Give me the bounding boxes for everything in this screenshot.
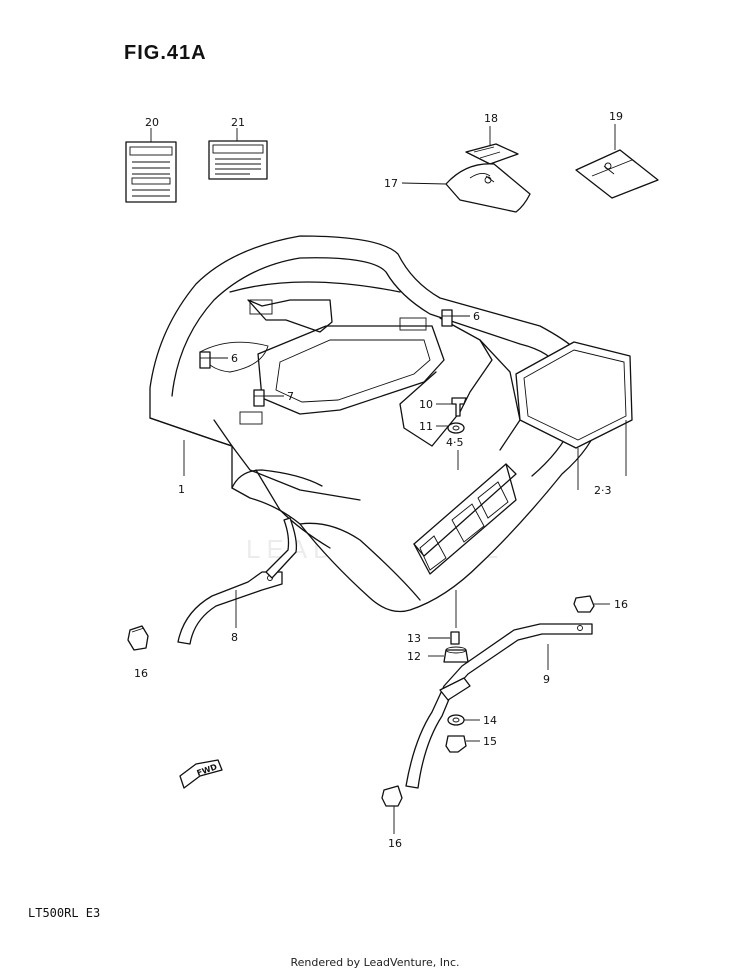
screw-part-10[interactable] <box>451 397 467 417</box>
model-code: LT500RL E3 <box>28 906 101 920</box>
forward-direction-arrow-icon: FWD <box>179 759 223 789</box>
callout-16-bottom: 16 <box>388 837 402 850</box>
callout-6-left: 6 <box>231 352 238 365</box>
callout-21: 21 <box>231 116 245 129</box>
callout-17: 17 <box>384 177 398 190</box>
nut-part-15[interactable] <box>445 735 467 753</box>
warning-label-21[interactable] <box>208 140 268 180</box>
bolt-part-6-right[interactable] <box>441 309 453 327</box>
stay-part-9[interactable] <box>405 623 593 789</box>
warning-label-20[interactable] <box>125 141 177 203</box>
callout-16-right: 16 <box>614 598 628 611</box>
callout-4-5: 4·5 <box>446 436 464 449</box>
callout-1: 1 <box>178 483 185 496</box>
callout-8: 8 <box>231 631 238 644</box>
figure-title: FIG.41A <box>124 42 207 64</box>
manual-part-19[interactable] <box>575 149 659 199</box>
callout-13: 13 <box>407 632 421 645</box>
bolt-part-7[interactable] <box>253 389 265 407</box>
callout-7: 7 <box>287 390 294 403</box>
grommet-part-12[interactable] <box>443 646 469 663</box>
callout-2-3: 2·3 <box>594 484 612 497</box>
callout-20: 20 <box>145 116 159 129</box>
callout-14: 14 <box>483 714 497 727</box>
callout-6-right: 6 <box>473 310 480 323</box>
decal-500-part-4-5[interactable] <box>413 463 517 575</box>
bolt-part-6-left[interactable] <box>199 351 211 369</box>
callout-18: 18 <box>484 112 498 125</box>
callout-16-left: 16 <box>134 667 148 680</box>
reflector-part-2-3[interactable] <box>515 341 633 449</box>
render-credit: Rendered by LeadVenture, Inc. <box>290 956 460 969</box>
collar-part-13[interactable] <box>450 631 460 645</box>
cushion-part-16-left[interactable] <box>127 625 149 651</box>
cushion-part-16-bottom[interactable] <box>381 785 403 807</box>
callout-11: 11 <box>419 420 433 433</box>
washer-part-14[interactable] <box>447 714 465 726</box>
callout-19: 19 <box>609 110 623 123</box>
stay-part-8[interactable] <box>177 517 298 645</box>
callout-15: 15 <box>483 735 497 748</box>
tool-pouch-part-17[interactable] <box>445 163 531 213</box>
callout-9: 9 <box>543 673 550 686</box>
strap-part-18[interactable] <box>465 143 519 165</box>
callout-10: 10 <box>419 398 433 411</box>
callout-12: 12 <box>407 650 421 663</box>
cushion-part-16-right[interactable] <box>573 595 595 613</box>
nut-part-11[interactable] <box>447 422 465 434</box>
